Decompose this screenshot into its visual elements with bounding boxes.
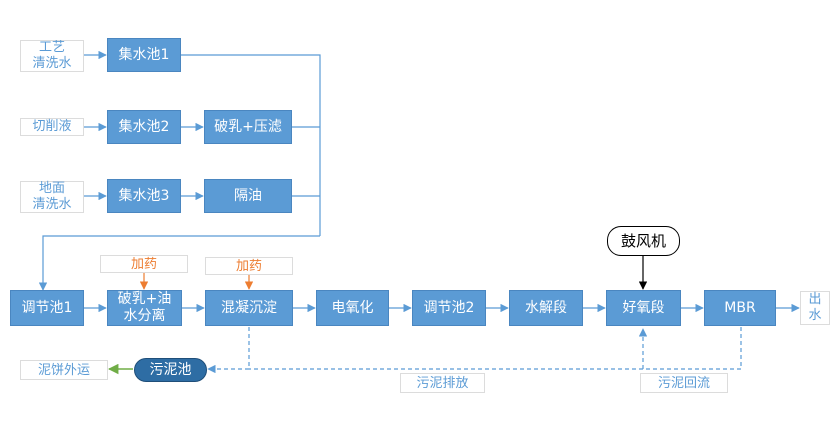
dashed-mbr-to-sludge bbox=[249, 327, 742, 370]
unit-oil-separation: 隔油 bbox=[204, 179, 292, 213]
source-floor-wash: 地面 清洗水 bbox=[20, 181, 84, 213]
sludge-tank: 污泥池 bbox=[134, 358, 207, 382]
unit-coag-sediment: 混凝沉淀 bbox=[205, 290, 293, 326]
unit-demulsify-press: 破乳+压滤 bbox=[204, 110, 292, 144]
unit-mbr: MBR bbox=[704, 290, 776, 326]
label-sludge-discharge: 污泥排放 bbox=[400, 373, 485, 393]
source-process-wash: 工艺 清洗水 bbox=[20, 40, 84, 72]
label-cake-out: 泥饼外运 bbox=[20, 360, 108, 380]
tank-collect2: 集水池2 bbox=[107, 110, 181, 144]
dashed-sludge-discharge bbox=[207, 327, 250, 374]
unit-regulate1: 调节池1 bbox=[10, 290, 84, 326]
label-sludge-return: 污泥回流 bbox=[640, 373, 728, 393]
line-collect1-to-bus bbox=[181, 54, 321, 236]
outlet-water: 出 水 bbox=[800, 291, 830, 325]
label-dose1: 加药 bbox=[100, 255, 188, 273]
tank-collect3: 集水池3 bbox=[107, 179, 181, 213]
unit-hydrolysis: 水解段 bbox=[509, 290, 583, 326]
unit-aerobic: 好氧段 bbox=[606, 290, 681, 326]
tank-collect1: 集水池1 bbox=[107, 38, 181, 72]
unit-electro-oxidation: 电氧化 bbox=[316, 290, 389, 326]
unit-regulate2: 调节池2 bbox=[412, 290, 486, 326]
unit-demulsify-oil-water: 破乳+油 水分离 bbox=[107, 290, 182, 326]
arrow-bus-to-regulate1 bbox=[38, 235, 320, 291]
source-cutting-fluid: 切削液 bbox=[20, 118, 84, 136]
blower: 鼓风机 bbox=[607, 226, 680, 256]
label-dose2: 加药 bbox=[205, 257, 293, 275]
